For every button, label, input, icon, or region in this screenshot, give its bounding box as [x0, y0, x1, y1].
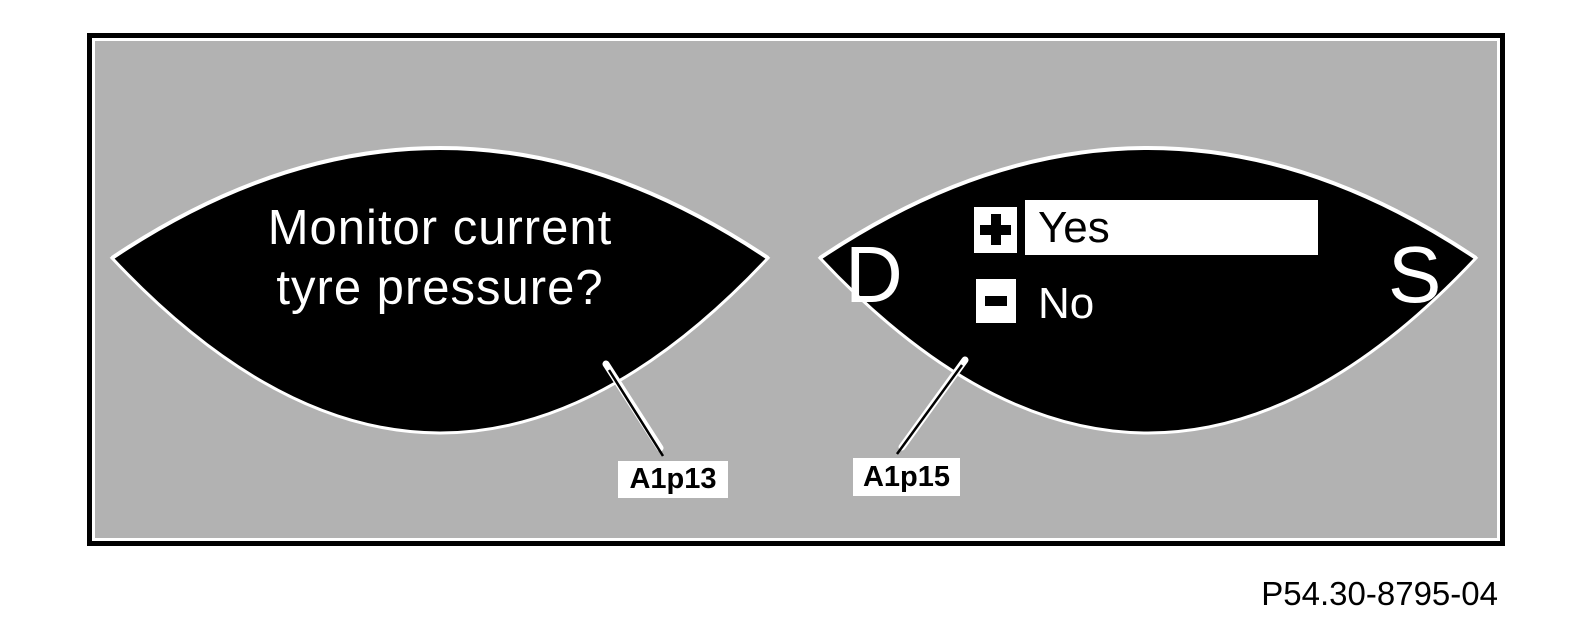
- no-option-label: No: [1038, 279, 1095, 328]
- yes-option-highlight-bar: Yes: [1025, 200, 1318, 255]
- component-label-a1p13: A1p13: [618, 461, 728, 498]
- question-line-2: tyre pressure?: [276, 261, 604, 315]
- figure-reference-number: P54.30-8795-04: [1261, 575, 1498, 612]
- right-display-lens: [817, 146, 1479, 435]
- yes-option-label: Yes: [1038, 203, 1110, 252]
- right-lens-top-highlight: [818, 146, 1478, 260]
- plus-icon: [974, 207, 1017, 253]
- display-letter-d: D: [845, 230, 903, 319]
- display-letter-s: S: [1388, 230, 1442, 319]
- component-label-a1p15: A1p15: [853, 458, 960, 496]
- minus-icon: [976, 279, 1016, 323]
- left-lens-top-highlight: [110, 146, 770, 260]
- question-line-1: Monitor current: [267, 201, 613, 255]
- plus-button: [974, 207, 1017, 253]
- right-lens-shape: [817, 146, 1479, 435]
- tyre-pressure-question: Monitor current tyre pressure?: [112, 198, 768, 318]
- minus-button: [976, 279, 1016, 323]
